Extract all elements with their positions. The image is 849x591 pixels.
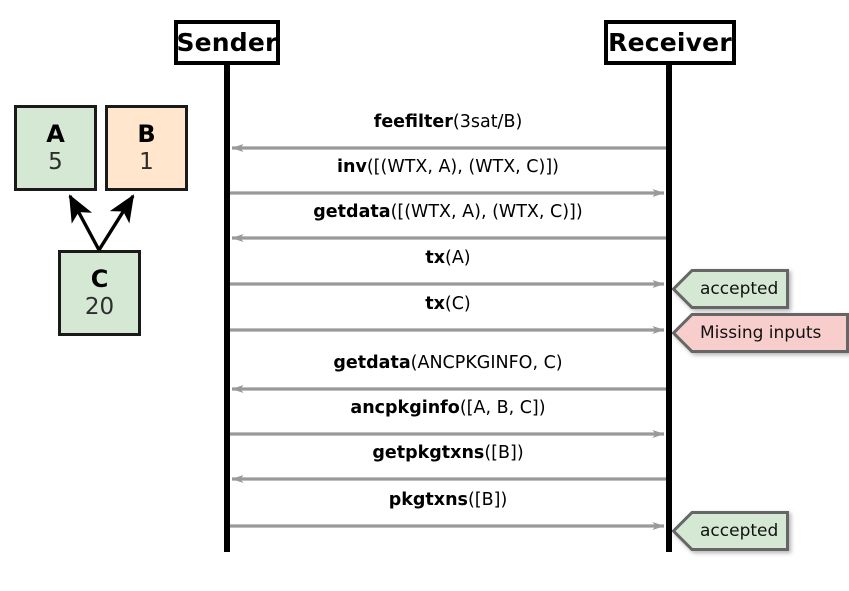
message-arrow-2	[230, 230, 666, 246]
message-row-5[interactable]: getdata(ANCPKGINFO, C)	[230, 353, 666, 397]
message-args-8: ([B])	[467, 490, 508, 510]
message-name-8: pkgtxns	[388, 490, 468, 510]
message-name-7: getpkgtxns	[372, 443, 485, 463]
message-label-2: getdata([(WTX, A), (WTX, C)])	[230, 202, 666, 222]
tx-node-b[interactable]: B 1	[105, 105, 188, 191]
message-label-3: tx(A)	[230, 248, 666, 268]
message-arrow-0	[230, 140, 666, 156]
message-label-5: getdata(ANCPKGINFO, C)	[230, 353, 666, 373]
message-row-4[interactable]: tx(C)	[230, 294, 666, 338]
message-arrow-7	[230, 471, 666, 487]
message-name-0: feefilter	[373, 112, 453, 132]
verdict-badge-missing-inputs-shape	[672, 313, 849, 353]
message-label-4: tx(C)	[230, 294, 666, 314]
participant-receiver-label: Receiver	[608, 28, 732, 57]
tx-node-b-label: B	[137, 119, 156, 148]
message-label-6: ancpkginfo([A, B, C])	[230, 398, 666, 418]
verdict-badge-accepted-a-shape	[672, 269, 789, 309]
message-args-7: ([B])	[484, 443, 524, 463]
verdict-badge-accepted-a-label: accepted	[700, 279, 779, 299]
message-arrow-5	[230, 381, 666, 397]
message-row-6[interactable]: ancpkginfo([A, B, C])	[230, 398, 666, 442]
participant-receiver[interactable]: Receiver	[604, 20, 736, 65]
verdict-badge-accepted-a[interactable]: accepted	[672, 269, 789, 309]
package-graph-edge-c-b	[97, 194, 135, 251]
message-args-0: (3sat/B)	[452, 112, 523, 132]
message-row-8[interactable]: pkgtxns([B])	[230, 490, 666, 534]
message-row-2[interactable]: getdata([(WTX, A), (WTX, C)])	[230, 202, 666, 246]
message-name-2: getdata	[313, 202, 391, 222]
message-args-6: ([A, B, C])	[459, 398, 546, 418]
package-graph-edge-c-a	[68, 194, 101, 251]
lifeline-receiver	[666, 60, 672, 552]
message-label-7: getpkgtxns([B])	[230, 443, 666, 463]
tx-node-c-fee: 20	[84, 293, 115, 320]
message-row-0[interactable]: feefilter(3sat/B)	[230, 112, 666, 156]
tx-node-a[interactable]: A 5	[14, 105, 97, 191]
message-args-1: ([(WTX, A), (WTX, C)])	[366, 157, 560, 177]
package-graph-edges	[68, 194, 135, 251]
message-args-4: (C)	[444, 294, 471, 314]
verdict-badge-accepted-pkg-shape	[672, 511, 789, 551]
tx-node-a-fee: 5	[48, 148, 63, 175]
tx-node-c[interactable]: C 20	[58, 250, 141, 336]
message-arrow-3	[230, 276, 666, 292]
message-label-8: pkgtxns([B])	[230, 490, 666, 510]
message-name-1: inv	[336, 157, 367, 177]
participant-sender[interactable]: Sender	[174, 20, 280, 65]
message-label-0: feefilter(3sat/B)	[230, 112, 666, 132]
message-arrow-8	[230, 518, 666, 534]
message-arrow-6	[230, 426, 666, 442]
participant-sender-label: Sender	[176, 28, 278, 57]
verdict-badge-missing-inputs[interactable]: Missing inputs	[672, 313, 849, 353]
message-arrow-4	[230, 322, 666, 338]
message-name-4: tx	[425, 294, 445, 314]
message-name-3: tx	[425, 248, 445, 268]
message-args-3: (A)	[445, 248, 471, 268]
verdict-badge-accepted-pkg[interactable]: accepted	[672, 511, 789, 551]
verdict-badge-accepted-pkg-label: accepted	[700, 521, 779, 541]
tx-node-b-fee: 1	[139, 148, 154, 175]
tx-node-c-label: C	[90, 264, 109, 293]
message-row-1[interactable]: inv([(WTX, A), (WTX, C)])	[230, 157, 666, 201]
message-row-7[interactable]: getpkgtxns([B])	[230, 443, 666, 487]
message-args-5: (ANCPKGINFO, C)	[410, 353, 563, 373]
verdict-badge-missing-inputs-label: Missing inputs	[700, 323, 822, 343]
message-label-1: inv([(WTX, A), (WTX, C)])	[230, 157, 666, 177]
tx-node-a-label: A	[46, 119, 65, 148]
message-name-6: ancpkginfo	[350, 398, 460, 418]
message-arrow-1	[230, 185, 666, 201]
message-args-2: ([(WTX, A), (WTX, C)])	[390, 202, 583, 222]
message-row-3[interactable]: tx(A)	[230, 248, 666, 292]
lifeline-sender	[224, 60, 230, 552]
message-name-5: getdata	[333, 353, 411, 373]
